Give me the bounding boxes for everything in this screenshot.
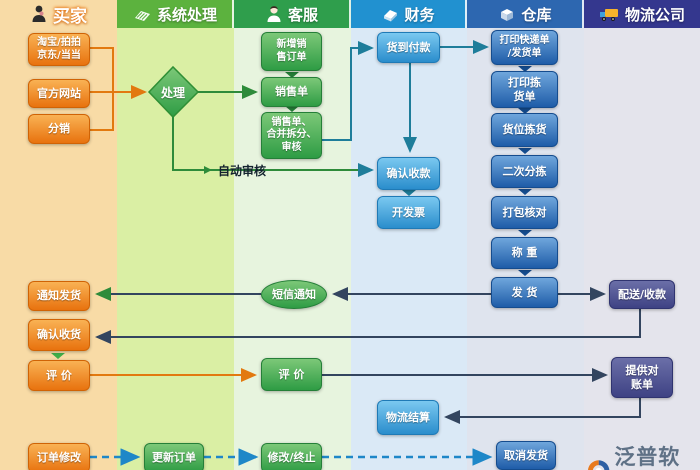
node-logistics-settlement: 物流结算 (377, 400, 439, 435)
header-buyer: 买家 (0, 0, 117, 28)
node-modify-terminate: 修改/终止 (261, 443, 322, 470)
node-cancel-shipping: 取消发货 (496, 441, 556, 470)
person-icon (32, 5, 46, 22)
node-confirm-receipt: 确认收货 (28, 319, 90, 351)
node-sales-merge-review: 销售单、 合并拆分、 审核 (261, 112, 322, 159)
header-finance: 财务 (351, 0, 467, 28)
node-order-modify: 订单修改 (28, 443, 90, 470)
node-cod: 货到付款 (377, 32, 440, 63)
header-system-label: 系统处理 (156, 5, 217, 24)
header-warehouse: 仓库 (467, 0, 584, 28)
agent-icon (267, 6, 281, 22)
package-icon (501, 8, 514, 21)
header-finance-label: 财务 (404, 5, 435, 24)
node-second-sorting: 二次分拣 (491, 155, 558, 188)
calculator-icon (384, 9, 398, 21)
header-logistics-label: 物流公司 (624, 5, 685, 24)
node-taobao: 淘宝/拍拍 京东/当当 (28, 33, 90, 66)
keyboard-icon (134, 11, 150, 21)
vendor-logo: 泛普软件 (586, 441, 700, 470)
node-location-picking: 货位拣货 (491, 113, 558, 147)
header-service: 客服 (234, 0, 351, 28)
node-cs-review: 评 价 (261, 358, 322, 391)
logo-swirl-icon (588, 460, 610, 470)
node-print-express: 打印快递单 /发货单 (491, 30, 558, 65)
header-service-label: 客服 (287, 5, 318, 24)
node-print-picklist: 打印拣 货单 (491, 71, 558, 108)
header-system: 系统处理 (117, 0, 234, 28)
node-packing-check: 打包核对 (491, 196, 558, 229)
node-weighing: 称 重 (491, 237, 558, 269)
node-issue-invoice: 开发票 (377, 196, 440, 229)
logo-text: 泛普软件 (614, 445, 681, 469)
column-buyer-bg (0, 0, 117, 470)
node-statement: 提供对 账单 (611, 357, 673, 398)
node-process: 处理 (160, 85, 185, 100)
node-distribution: 分销 (28, 114, 90, 144)
header-buyer-label: 买家 (53, 6, 87, 27)
node-sms-notify: 短信通知 (261, 280, 327, 309)
node-new-sales-order: 新增销 售订单 (261, 32, 322, 71)
truck-icon (599, 8, 618, 21)
node-delivery-collection: 配送/收款 (609, 280, 675, 309)
node-update-order: 更新订单 (144, 443, 204, 470)
node-buyer-review: 评 价 (28, 360, 90, 391)
label-auto-review: 自动审核 (218, 164, 267, 178)
node-notify-shipping: 通知发货 (28, 281, 90, 311)
node-sales-order: 销售单 (261, 77, 322, 107)
node-shipping: 发 货 (491, 277, 558, 308)
header-logistics: 物流公司 (584, 0, 700, 28)
column-logistics-bg (584, 0, 700, 470)
node-official-site: 官方网站 (28, 79, 90, 108)
header-warehouse-label: 仓库 (521, 5, 552, 24)
column-system-bg (117, 0, 234, 470)
node-confirm-payment: 确认收款 (377, 157, 440, 190)
